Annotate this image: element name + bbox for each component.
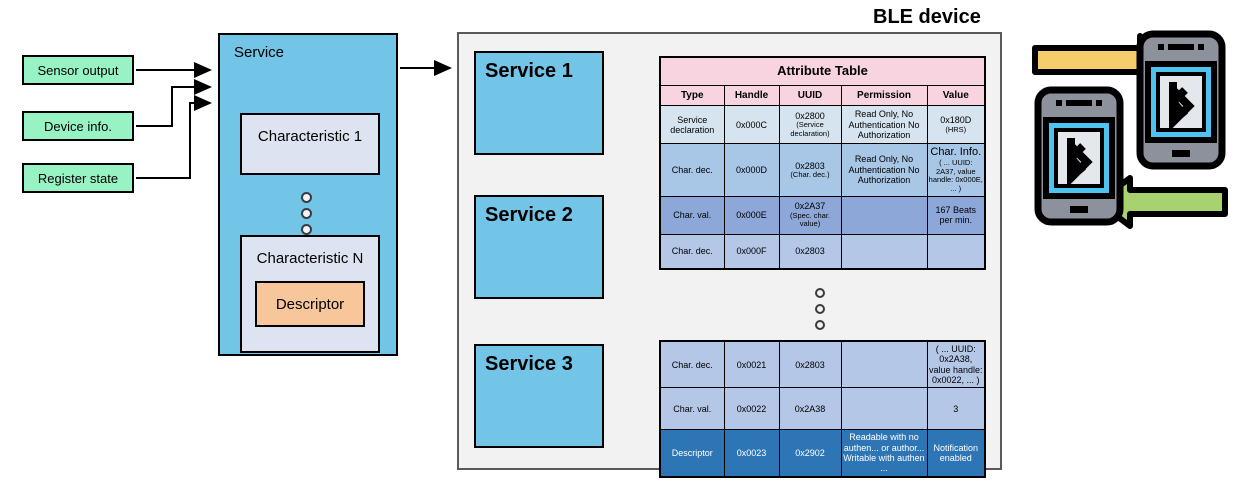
cell-uuid-sub: (Char. dec.) xyxy=(790,169,830,179)
cell-type: Char. val. xyxy=(659,195,725,235)
cell-value-sub: 167 Beats per min. xyxy=(935,204,977,226)
column-header-handle: Handle xyxy=(723,84,780,107)
cell-value: 167 Beats per min. xyxy=(926,195,986,235)
descriptor-label: Descriptor xyxy=(275,295,345,313)
input-box-label: Device info. xyxy=(44,118,112,134)
characteristic-label: Characteristic 1 xyxy=(257,128,363,145)
service-title: Service xyxy=(234,44,285,61)
cell-type: Service declaration xyxy=(659,105,725,145)
cell-permission: Readable with no authen... or author... … xyxy=(840,429,928,478)
column-header-permission: Permission xyxy=(840,84,928,107)
cell-uuid: 0x2902 xyxy=(778,429,842,478)
dot-icon xyxy=(301,192,312,203)
characteristic-label: Characteristic N xyxy=(256,250,364,267)
table-row: Descriptor 0x0023 0x2902 Readable with n… xyxy=(659,429,986,478)
arrow-register-state xyxy=(136,95,212,179)
smartphone-bottom-icon xyxy=(1034,86,1124,226)
cell-value: Char. Info. ( ... UUID: 2A37, value hand… xyxy=(926,143,986,197)
arrow-in-icon xyxy=(1095,175,1228,229)
ble-device-title: BLE device xyxy=(873,6,981,28)
column-header-value: Value xyxy=(926,84,986,107)
cell-type: Char. dec. xyxy=(659,143,725,197)
table-row: Char. val. 0x0022 0x2A38 3 xyxy=(659,387,986,431)
cell-uuid: 0x2803 (Char. dec.) xyxy=(778,143,842,197)
attribute-table-top: Attribute Table Type Handle UUID Permiss… xyxy=(659,56,987,271)
cell-uuid-main: 0x2800 xyxy=(795,111,825,122)
input-box-register-state: Register state xyxy=(22,163,134,193)
service-block: Service Characteristic 1 Characteristic … xyxy=(218,33,398,356)
cell-uuid: 0x2A37 (Spec. char. value) xyxy=(778,195,842,235)
cell-uuid: 0x2800 (Service declaration) xyxy=(778,105,842,145)
cell-value: Notification enabled xyxy=(926,429,986,478)
cell-handle: 0x0023 xyxy=(723,429,780,478)
dot-icon xyxy=(815,320,825,330)
cell-handle: 0x000D xyxy=(723,143,780,197)
cell-uuid-main: 0x2803 xyxy=(795,246,825,257)
cell-permission xyxy=(840,387,928,431)
smartphone-top-icon xyxy=(1136,30,1226,170)
cell-value-main: Char. Info. xyxy=(930,146,982,159)
cell-value: ( ... UUID: 0x2A38, value handle: 0x0022… xyxy=(926,340,986,389)
cell-value-sub: (HRS) xyxy=(945,124,967,134)
cell-type: Char. val. xyxy=(659,387,725,431)
service-ellipsis-icon xyxy=(301,192,312,235)
table-header-row: Type Handle UUID Permission Value xyxy=(659,84,986,107)
cell-handle: 0x000C xyxy=(723,105,780,145)
arrow-device-info xyxy=(136,79,212,127)
cell-uuid: 0x2803 xyxy=(778,340,842,389)
dot-icon xyxy=(301,208,312,219)
ble-service-label: Service 1 xyxy=(485,60,573,82)
ble-service-2-box: Service 2 xyxy=(474,195,604,299)
attribute-table-ellipsis-icon xyxy=(815,288,825,330)
cell-handle: 0x000E xyxy=(723,195,780,235)
ble-service-3-box: Service 3 xyxy=(474,344,604,448)
descriptor-box: Descriptor xyxy=(255,281,365,327)
dot-icon xyxy=(301,224,312,235)
cell-uuid-main: 0x2803 xyxy=(795,160,825,171)
cell-type: Char. dec. xyxy=(659,233,725,270)
characteristic-first-box: Characteristic 1 xyxy=(240,113,380,175)
cell-handle: 0x000F xyxy=(723,233,780,270)
column-header-uuid: UUID xyxy=(778,84,842,107)
cell-permission xyxy=(840,340,928,389)
table-row: Char. dec. 0x0021 0x2803 ( ... UUID: 0x2… xyxy=(659,340,986,389)
cell-value-main: 0x180D xyxy=(940,115,972,126)
cell-value xyxy=(926,233,986,270)
ble-service-label: Service 3 xyxy=(485,353,573,375)
ble-service-label: Service 2 xyxy=(485,204,573,226)
dot-icon xyxy=(815,288,825,298)
cell-uuid: 0x2A38 xyxy=(778,387,842,431)
cell-handle: 0x0021 xyxy=(723,340,780,389)
table-row: Char. dec. 0x000D 0x2803 (Char. dec.) Re… xyxy=(659,143,986,197)
table-title-row: Attribute Table xyxy=(659,56,986,86)
cell-permission: Read Only, No Authentication No Authoriz… xyxy=(840,143,928,197)
cell-type: Descriptor xyxy=(659,429,725,478)
cell-uuid: 0x2803 xyxy=(778,233,842,270)
arrow-out-icon xyxy=(1032,33,1175,87)
table-row: Service declaration 0x000C 0x2800 (Servi… xyxy=(659,105,986,145)
cell-handle: 0x0022 xyxy=(723,387,780,431)
cell-value: 0x180D (HRS) xyxy=(926,105,986,145)
input-box-sensor-output: Sensor output xyxy=(22,55,134,85)
table-row: Char. dec. 0x000F 0x2803 xyxy=(659,233,986,270)
ble-service-1-box: Service 1 xyxy=(474,51,604,155)
input-box-label: Sensor output xyxy=(37,62,119,78)
cell-value: 3 xyxy=(926,387,986,431)
characteristic-last-box: Characteristic N Descriptor xyxy=(240,235,380,353)
cell-uuid-main: 0x2A37 xyxy=(794,201,826,212)
dot-icon xyxy=(815,304,825,314)
input-box-device-info: Device info. xyxy=(22,111,134,141)
cell-type: Char. dec. xyxy=(659,340,725,389)
table-row: Char. val. 0x000E 0x2A37 (Spec. char. va… xyxy=(659,195,986,235)
attribute-table-bottom: Char. dec. 0x0021 0x2803 ( ... UUID: 0x2… xyxy=(659,340,986,478)
cell-permission: Read Only, No Authentication No Authoriz… xyxy=(840,105,928,145)
column-header-type: Type xyxy=(659,84,725,107)
cell-value-sub: ( ... UUID: 2A37, value handle: 0x000E, … xyxy=(928,158,983,193)
attribute-table-title: Attribute Table xyxy=(659,56,986,86)
cell-uuid-sub: (Spec. char. value) xyxy=(789,210,831,229)
cell-permission xyxy=(840,233,928,270)
input-box-label: Register state xyxy=(37,170,119,186)
cell-permission xyxy=(840,195,928,235)
cell-uuid-sub: (Service declaration) xyxy=(790,120,830,139)
